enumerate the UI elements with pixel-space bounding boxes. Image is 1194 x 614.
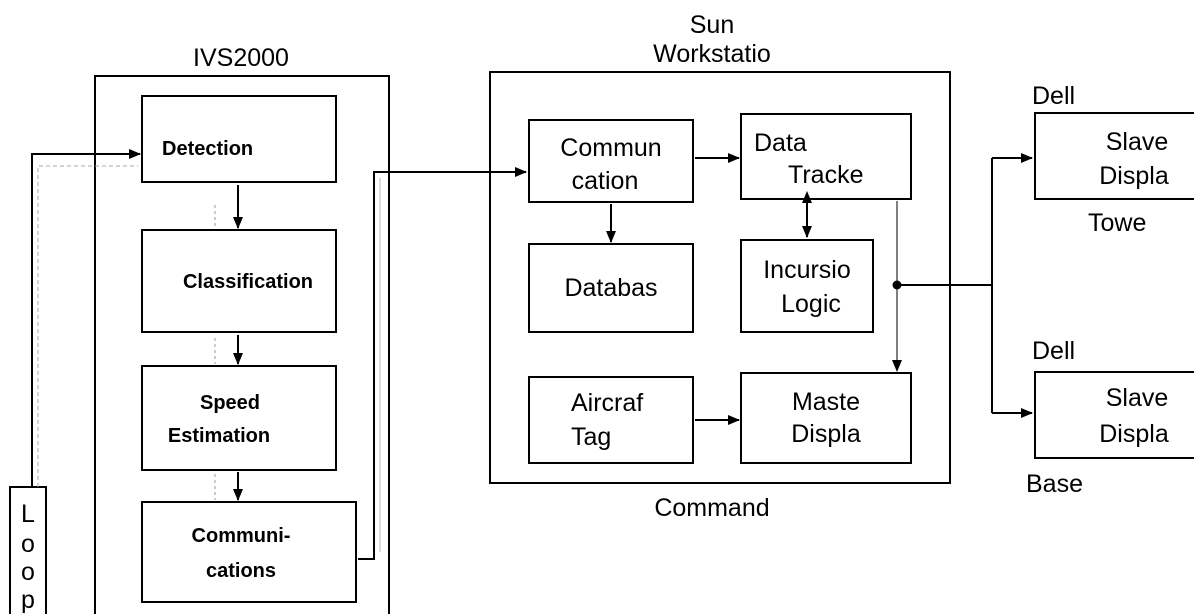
ivs-comm-label-line2: cations	[206, 560, 276, 582]
incursion-logic-block	[740, 239, 874, 333]
loop-block	[9, 486, 47, 614]
sun-communication-block	[528, 119, 694, 203]
ivs2000-label: IVS2000	[193, 44, 289, 72]
tracker-label-line1: Data	[754, 129, 807, 157]
tower-slave-line1: Slave	[1106, 128, 1169, 156]
master-label-line1: Maste	[792, 388, 860, 416]
tower-label: Towe	[1088, 209, 1146, 237]
loop-letter-1: L	[21, 500, 35, 528]
command-label: Command	[654, 494, 769, 522]
sun-label-line1: Sun	[690, 11, 734, 39]
tag-label-line1: Aircraf	[571, 389, 643, 417]
ivs-comm-label-line1: Communi-	[192, 525, 291, 547]
base-label: Base	[1026, 470, 1083, 498]
detection-label: Detection	[162, 138, 253, 160]
data-tracker-block	[740, 113, 912, 200]
loop-letter-2: o	[21, 530, 35, 558]
tower-dell-label: Dell	[1032, 82, 1075, 110]
base-dell-label: Dell	[1032, 337, 1075, 365]
ivs-communications-block	[141, 501, 357, 603]
sun-workstation-container	[489, 71, 951, 484]
loop-letter-4: p	[21, 586, 35, 614]
aircraft-tag-block	[528, 376, 694, 464]
speed-label-line2: Estimation	[168, 425, 270, 447]
loop-faint-line	[37, 165, 138, 487]
classification-label: Classification	[183, 271, 313, 293]
speed-label-line1: Speed	[200, 392, 260, 414]
tag-label-line2: Tag	[571, 423, 611, 451]
tower-slave-display-block	[1034, 112, 1194, 200]
base-slave-line2: Displa	[1099, 420, 1169, 448]
base-slave-display-block	[1034, 371, 1194, 459]
sun-comm-label-line1: Commun	[560, 134, 661, 162]
base-slave-line1: Slave	[1106, 384, 1169, 412]
loop-letter-3: o	[21, 558, 35, 586]
database-block	[528, 243, 694, 333]
sun-label-line2: Workstatio	[653, 40, 771, 68]
sun-comm-label-line2: cation	[572, 167, 639, 195]
master-display-block	[740, 372, 912, 464]
database-label: Databas	[564, 274, 657, 302]
incursion-label-line2: Logic	[781, 290, 841, 318]
incursion-label-line1: Incursio	[763, 256, 851, 284]
arrow-loop-to-detection	[31, 149, 141, 487]
arrow-ivs-comm-to-sun-comm	[358, 167, 527, 560]
detection-block	[141, 95, 337, 183]
tracker-label-line2: Tracke	[788, 161, 863, 189]
master-label-line2: Displa	[791, 420, 861, 448]
tower-slave-line2: Displa	[1099, 162, 1169, 190]
speed-estimation-block	[141, 365, 337, 471]
classification-block	[141, 229, 337, 333]
ivs2000-container	[94, 75, 390, 614]
